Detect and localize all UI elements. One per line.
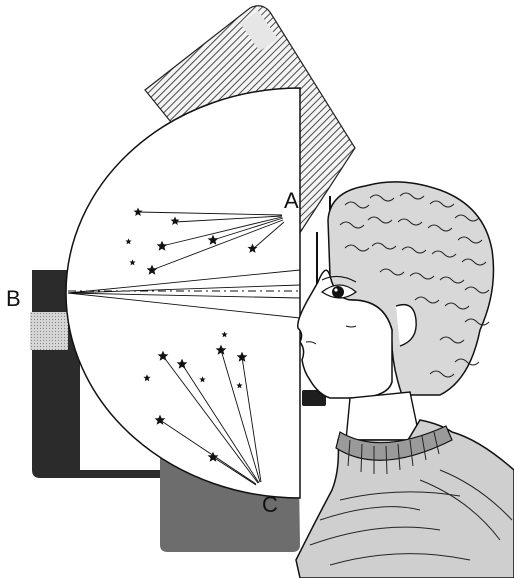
light-patch	[30, 312, 68, 350]
label-a: A	[284, 188, 299, 213]
label-b: B	[6, 286, 21, 311]
neck	[346, 392, 420, 440]
visual-field-dome	[66, 88, 300, 498]
person-head	[298, 182, 494, 440]
label-c: C	[262, 492, 278, 517]
sweater	[296, 420, 514, 578]
